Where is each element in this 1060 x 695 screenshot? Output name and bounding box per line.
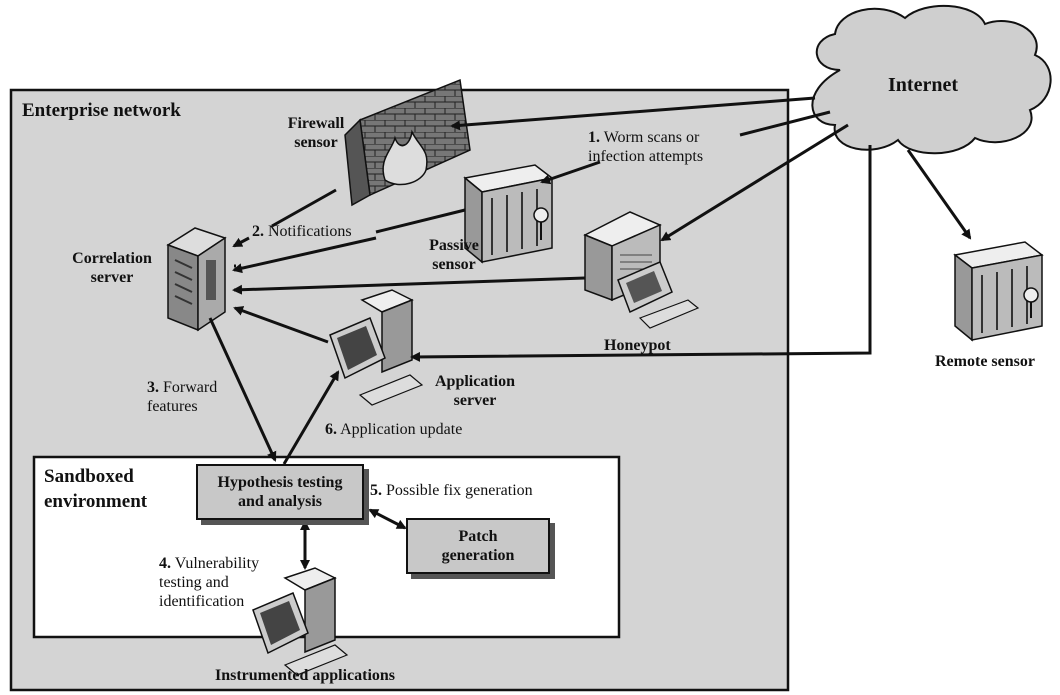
step-1-line2: infection attempts	[588, 148, 704, 165]
firewall-label-line2: sensor	[294, 134, 338, 151]
step-6-label: 6. Application update	[325, 420, 462, 439]
hypothesis-line1: Hypothesis testing	[217, 474, 343, 491]
step-4-num: 4.	[159, 555, 171, 572]
step-4-line2: testing and	[159, 574, 229, 591]
correlation-server-icon	[166, 227, 227, 332]
step-3-line2: features	[147, 398, 198, 415]
application-server-icon	[329, 289, 424, 406]
honeypot-label: Honeypot	[604, 337, 671, 354]
patch-line1: Patch	[458, 528, 498, 545]
enterprise-network-title: Enterprise network	[22, 100, 181, 121]
sandbox-title-line1: Sandboxed	[44, 466, 134, 487]
line-firewall-notif	[271, 188, 337, 228]
passive-sensor-icon	[463, 164, 554, 264]
patch-line2: generation	[441, 547, 515, 564]
internet-cloud	[811, 4, 1052, 155]
remote-sensor-icon	[953, 241, 1044, 342]
arrow-honeypot-correlation	[232, 276, 586, 295]
arrow-application-update	[282, 370, 340, 465]
step-6-num: 6.	[325, 421, 337, 438]
arrow-forward-features	[208, 317, 277, 462]
internet-label: Internet	[888, 74, 958, 96]
arrow-application-correlation	[233, 306, 329, 344]
sandbox-title-line2: environment	[44, 491, 148, 512]
step-3-label: 3. Forward features	[147, 378, 217, 416]
step-5-num: 5.	[370, 482, 382, 499]
application-server-label-line2: server	[453, 392, 497, 409]
step-6-text: Application update	[340, 421, 463, 438]
passive-sensor-label: Passive sensor	[418, 236, 490, 274]
step-4-line1: Vulnerability	[174, 555, 260, 572]
application-server-label: Application server	[420, 372, 530, 410]
passive-sensor-label-line1: Passive	[429, 237, 479, 254]
firewall-label-line1: Firewall	[287, 115, 345, 132]
arrow-notifications	[232, 236, 250, 248]
arrow-internet-honeypot	[660, 123, 849, 242]
firewall-label: Firewall sensor	[276, 114, 356, 152]
step-2-text: Notifications	[268, 223, 352, 240]
step-5-label: 5. Possible fix generation	[370, 481, 533, 500]
step-4-line3: identification	[159, 593, 245, 610]
correlation-server-label: Correlation server	[62, 249, 162, 287]
step-2-num: 2.	[252, 223, 264, 240]
application-server-label-line1: Application	[434, 373, 515, 390]
hypothesis-testing-box: Hypothesis testing and analysis	[196, 464, 364, 520]
arrow-internet-remote	[906, 149, 972, 240]
firewall-icon	[344, 78, 471, 207]
instrumented-applications-icon	[252, 567, 349, 676]
correlation-server-label-line2: server	[90, 269, 134, 286]
patch-generation-box: Patch generation	[406, 518, 550, 574]
step-3-line1: Forward	[163, 379, 218, 396]
arrow-passive-correlation	[232, 236, 377, 274]
step-5-text: Possible fix generation	[386, 482, 533, 499]
connector-lines	[208, 96, 972, 570]
step-4-label: 4. Vulnerability testing and identificat…	[159, 554, 259, 611]
step-1-num: 1.	[588, 129, 600, 146]
arrow-step1-passive	[540, 160, 601, 185]
line-internet-step1	[739, 110, 831, 137]
step-1-label: 1. Worm scans or infection attempts	[588, 128, 703, 166]
arrow-fix-generation	[368, 508, 407, 530]
honeypot-icon	[583, 211, 700, 329]
hypothesis-line2: and analysis	[237, 493, 323, 510]
arrow-internet-application	[410, 145, 872, 362]
line-passive-notif	[375, 208, 466, 234]
instrumented-applications-label: Instrumented applications	[215, 667, 396, 684]
remote-sensor-label: Remote sensor	[935, 353, 1035, 370]
correlation-server-label-line1: Correlation	[72, 250, 152, 267]
step-3-num: 3.	[147, 379, 159, 396]
step-1-line1: Worm scans or	[603, 129, 700, 146]
arrow-internet-firewall	[450, 96, 816, 131]
passive-sensor-label-line2: sensor	[432, 256, 476, 273]
step-2-label: 2. Notifications	[252, 222, 352, 241]
